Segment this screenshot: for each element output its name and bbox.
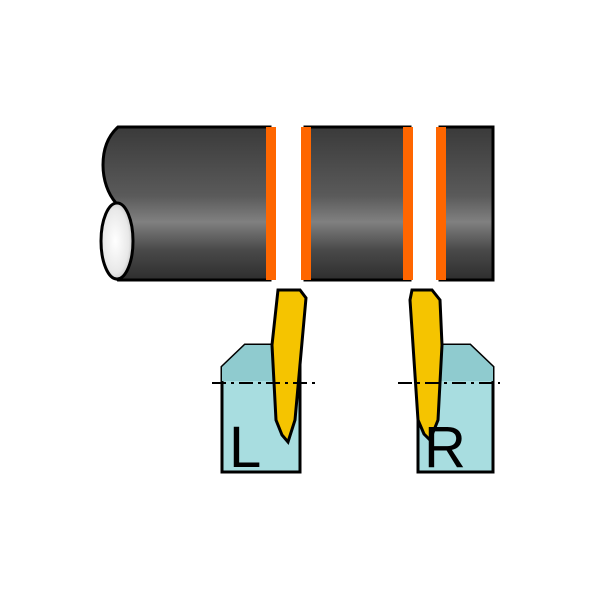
bar-section-right xyxy=(436,125,495,282)
bar-end-face xyxy=(99,201,135,281)
cut-band xyxy=(403,127,413,280)
cut-band xyxy=(266,127,276,280)
holder-label-left: L xyxy=(229,415,261,480)
cutting-insert-right xyxy=(408,288,444,443)
holder-label-right: R xyxy=(424,415,466,480)
bar-section-middle xyxy=(301,125,413,282)
bar-section-left xyxy=(99,125,276,282)
cut-band xyxy=(436,127,446,280)
cut-band xyxy=(301,127,311,280)
cutting-insert-left xyxy=(270,288,308,446)
tool-holder-left: L xyxy=(212,288,318,480)
tool-holder-right: R xyxy=(398,288,500,480)
